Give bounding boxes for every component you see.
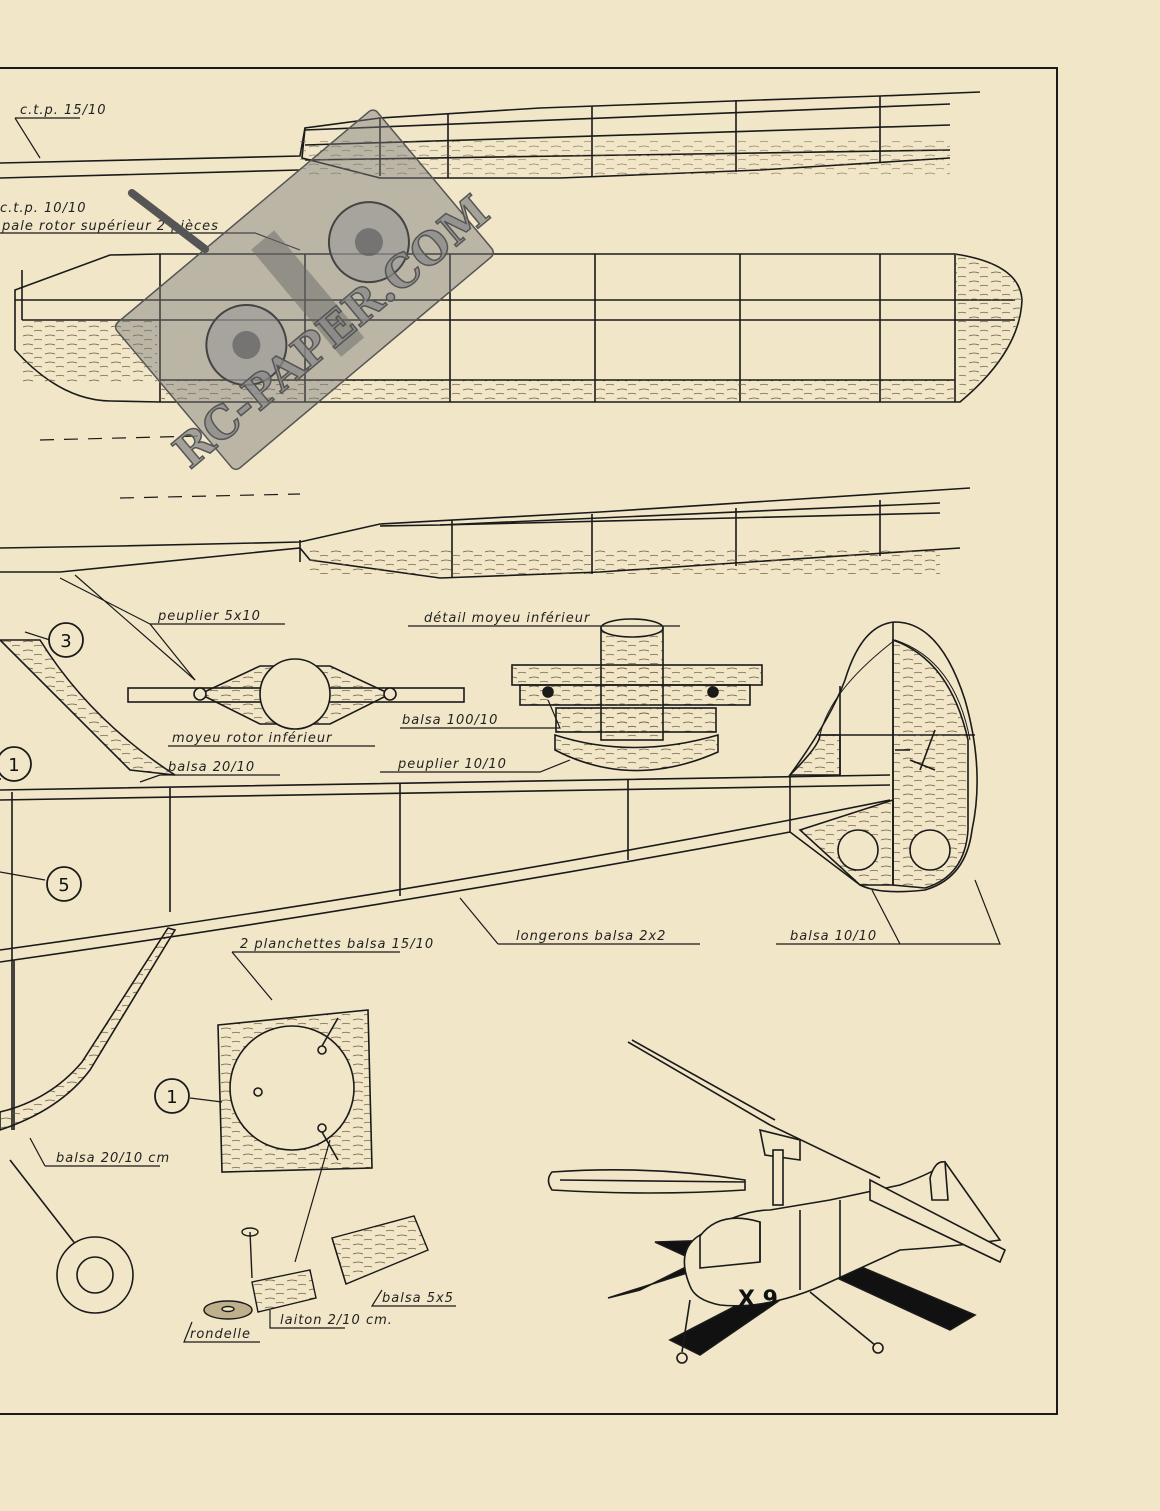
fuselage-side-view xyxy=(0,621,978,1314)
label-balsa-20: balsa 20/10 xyxy=(168,760,255,775)
label-balsa-20-cm: balsa 20/10 cm xyxy=(56,1151,170,1166)
model-sketch xyxy=(547,1039,1007,1364)
label-laiton: laiton 2/10 cm. xyxy=(280,1313,393,1328)
label-balsa-5x5: balsa 5x5 xyxy=(382,1291,454,1306)
centre-lines xyxy=(39,435,301,499)
label-ctp-10: c.t.p. 10/10 xyxy=(0,201,87,216)
callout-5: 5 xyxy=(58,875,69,896)
callout-1-a: 1 xyxy=(8,755,19,776)
callout-3: 3 xyxy=(60,631,71,652)
label-peuplier-10: peuplier 10/10 xyxy=(397,757,507,772)
hub-detail xyxy=(511,618,763,772)
label-pale-rotor: pale rotor supérieur 2 pièces xyxy=(1,219,219,234)
callout-1-b: 1 xyxy=(166,1087,177,1108)
label-planchettes: 2 planchettes balsa 15/10 xyxy=(240,937,434,952)
label-rondelle: rondelle xyxy=(190,1327,251,1342)
lower-blade-side-view xyxy=(0,487,971,579)
label-balsa-100: balsa 100/10 xyxy=(402,713,498,728)
model-marking: X 9 xyxy=(738,1287,778,1312)
label-peuplier-5x10: peuplier 5x10 xyxy=(157,609,261,624)
watermark xyxy=(114,109,495,471)
leader-lines xyxy=(0,117,1001,1343)
label-detail-moyeu: détail moyeu inférieur xyxy=(424,611,591,626)
lower-hub xyxy=(127,658,465,730)
plan-border xyxy=(0,67,1058,1415)
upper-blade-side-view xyxy=(0,91,981,179)
label-balsa-10: balsa 10/10 xyxy=(790,929,877,944)
label-moyeu-rotor: moyeu rotor inférieur xyxy=(172,731,333,746)
small-parts xyxy=(203,1215,429,1320)
label-longerons: longerons balsa 2x2 xyxy=(516,929,666,944)
callout-circles xyxy=(0,622,190,1114)
label-ctp-15: c.t.p. 15/10 xyxy=(20,103,107,118)
bulkhead-detail xyxy=(217,1009,373,1173)
